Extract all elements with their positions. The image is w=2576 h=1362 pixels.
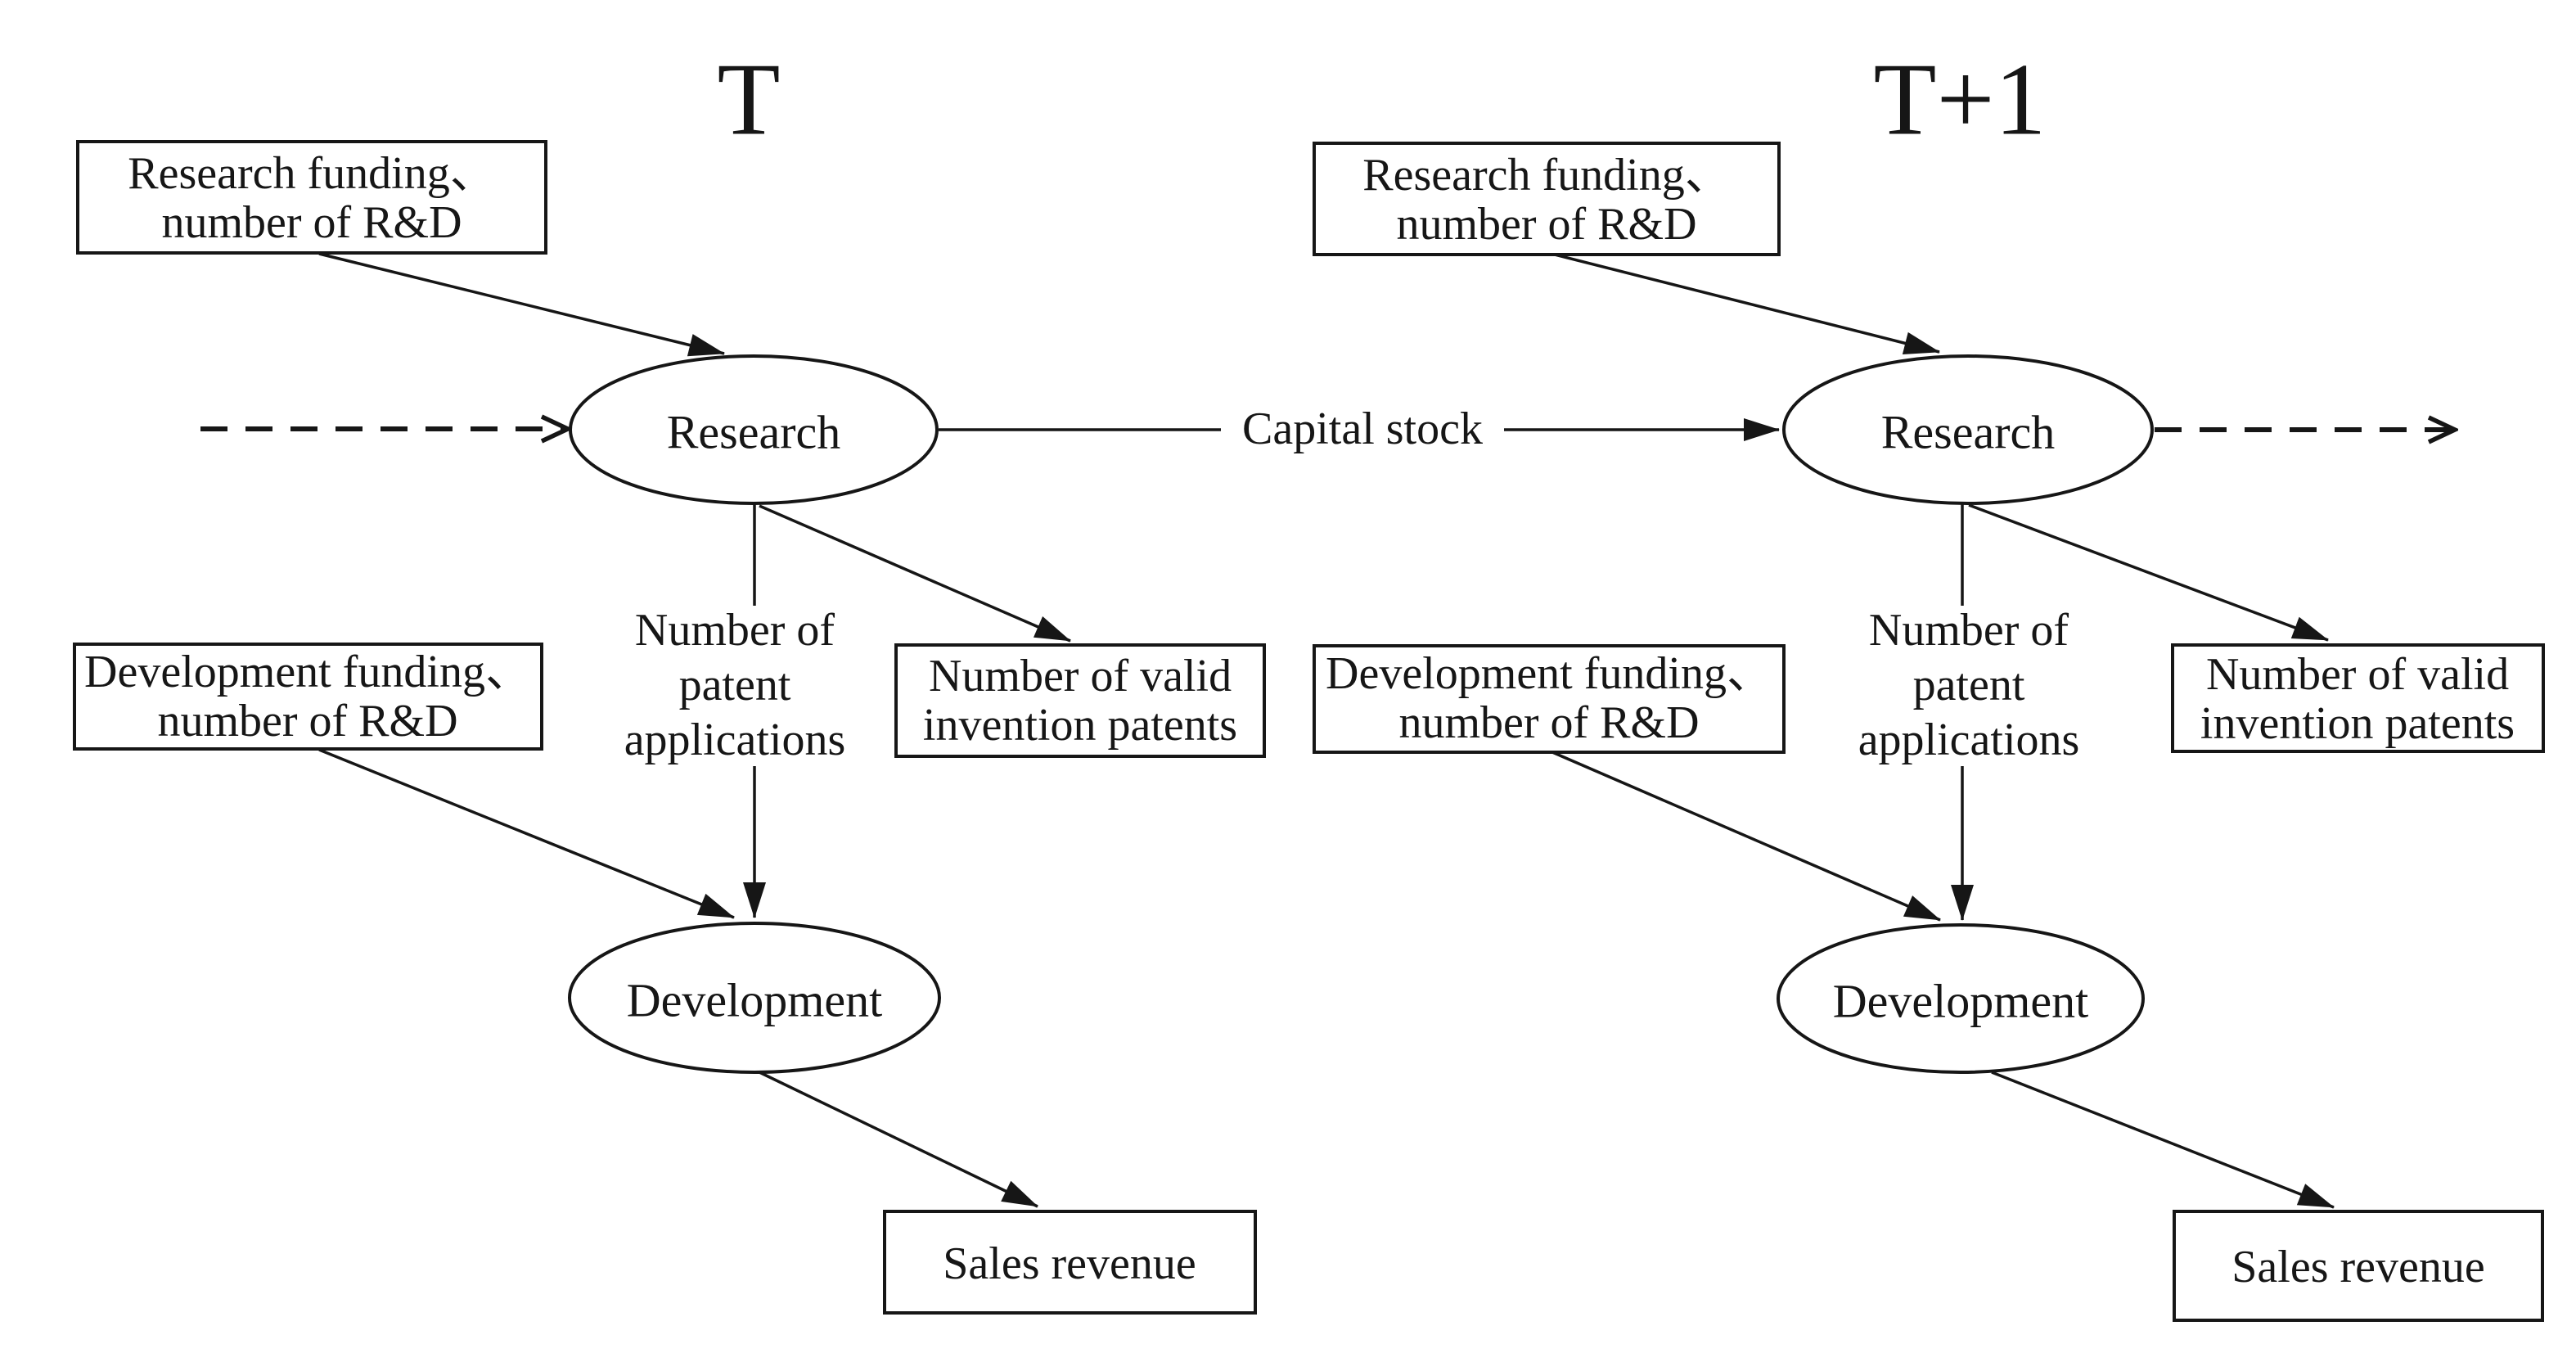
sales-revenue-box-t: Sales revenue (883, 1210, 1257, 1315)
patent-applications-label-t-line1: Number of (635, 605, 835, 656)
research-funding-label-t1-line2: number of R&D (1396, 199, 1696, 250)
patent-applications-label-t1: Number of patent applications (1828, 605, 2110, 766)
valid-patents-box-t: Number of valid invention patents (894, 643, 1266, 758)
development-funding-label-t-line1: Development funding、 (84, 647, 531, 697)
arrow-sales-revenue-t1 (1991, 1071, 2335, 1209)
development-funding-label-t-line2: number of R&D (157, 696, 457, 746)
research-funding-label-t-line2: number of R&D (161, 197, 462, 248)
valid-patents-label-t1-line1: Number of valid (2206, 649, 2509, 700)
development-label-t: Development (627, 974, 882, 1027)
period-t-title: T (718, 43, 781, 157)
period-t: T Research funding、 number of R&D Resear… (73, 43, 1266, 1315)
arrow-sales-revenue-t (759, 1071, 1038, 1208)
valid-patents-label-t-line2: invention patents (923, 700, 1237, 751)
patent-applications-label-t-line3: applications (624, 715, 846, 765)
research-funding-box-t1: Research funding、 number of R&D (1313, 142, 1781, 256)
sales-revenue-label-t1: Sales revenue (2231, 1242, 2484, 1292)
research-funding-label-t1-line1: Research funding、 (1362, 150, 1730, 201)
development-ellipse-t1: Development (1777, 923, 2145, 1074)
capital-stock-label: Capital stock (1242, 404, 1483, 454)
patent-applications-label-t-line2: patent (679, 660, 791, 710)
period-t-plus-1: T+1 Research funding、 number of R&D Rese… (1313, 43, 2545, 1322)
arrow-research-funding-t1 (1554, 253, 1940, 355)
research-funding-label-t-line1: Research funding、 (128, 148, 495, 199)
development-funding-box-t1: Development funding、 number of R&D (1313, 644, 1786, 754)
sales-revenue-box-t1: Sales revenue (2173, 1210, 2544, 1322)
research-ellipse-t: Research (569, 354, 939, 505)
research-label-t: Research (667, 406, 841, 459)
arrow-valid-patents-t (759, 504, 1071, 643)
research-ellipse-t1: Research (1782, 354, 2154, 505)
capital-stock-label-bg (1221, 402, 1504, 456)
valid-patents-label-t1-line2: invention patents (2200, 698, 2515, 749)
arrow-research-funding-t (318, 252, 725, 357)
capital-stock-edge: Capital stock (939, 402, 1780, 456)
development-label-t1: Development (1833, 975, 2088, 1028)
development-funding-label-t1-line1: Development funding、 (1326, 648, 1772, 699)
arrow-valid-patents-t1 (1968, 503, 2329, 642)
development-ellipse-t: Development (568, 922, 941, 1074)
period-t1-title: T+1 (1873, 43, 2046, 157)
arrow-development-funding-t (318, 748, 735, 919)
research-funding-box-t: Research funding、 number of R&D (76, 140, 547, 255)
sales-revenue-label-t: Sales revenue (943, 1238, 1196, 1289)
development-funding-label-t1-line2: number of R&D (1398, 697, 1699, 748)
development-funding-box-t: Development funding、 number of R&D (73, 643, 543, 751)
arrow-development-funding-t1 (1551, 751, 1941, 922)
patent-applications-label-t: Number of patent applications (596, 605, 876, 766)
patent-applications-label-t1-line3: applications (1858, 715, 2080, 765)
patent-applications-label-t1-line1: Number of (1869, 605, 2069, 656)
valid-patents-label-t-line1: Number of valid (929, 651, 1232, 701)
research-label-t1: Research (1881, 406, 2056, 459)
patent-applications-label-t1-line2: patent (1913, 660, 2025, 710)
valid-patents-box-t1: Number of valid invention patents (2171, 643, 2545, 753)
